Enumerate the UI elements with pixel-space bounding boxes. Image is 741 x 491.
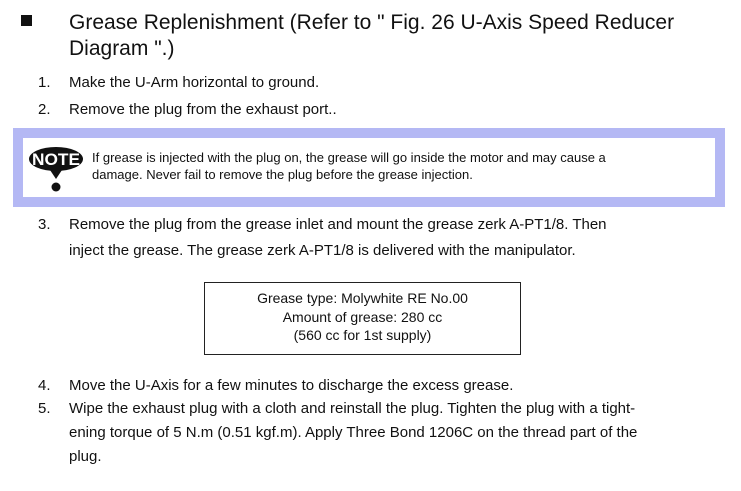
step-text: ening torque of 5 N.m (0.51 kgf.m). Appl… bbox=[69, 424, 638, 441]
step-number: 2. bbox=[38, 101, 51, 118]
grease-spec-box: Grease type: Molywhite RE No.00 Amount o… bbox=[204, 282, 521, 355]
step-number: 1. bbox=[38, 74, 51, 91]
grease-type: Grease type: Molywhite RE No.00 bbox=[257, 290, 468, 306]
step-number: 5. bbox=[38, 400, 51, 417]
step-text: plug. bbox=[69, 448, 102, 465]
section-heading: Grease Replenishment (Refer to " Fig. 26… bbox=[69, 11, 675, 60]
step-text: inject the grease. The grease zerk A-PT1… bbox=[69, 242, 576, 259]
step-text: Make the U-Arm horizontal to ground. bbox=[69, 74, 320, 91]
note-text: If grease is injected with the plug on, … bbox=[92, 149, 712, 183]
square-bullet-icon bbox=[21, 15, 32, 26]
note-box bbox=[13, 128, 725, 207]
grease-first-supply: (560 cc for 1st supply) bbox=[293, 327, 432, 343]
note-line: damage. Never fail to remove the plug be… bbox=[92, 167, 473, 182]
step-text: Wipe the exhaust plug with a cloth and r… bbox=[69, 400, 636, 417]
step-text: Move the U-Axis for a few minutes to dis… bbox=[69, 377, 514, 394]
grease-amount: Amount of grease: 280 cc bbox=[282, 308, 443, 325]
note-line: If grease is injected with the plug on, … bbox=[92, 150, 606, 165]
step-number: 3. bbox=[38, 216, 51, 233]
step-text: Remove the plug from the exhaust port.. bbox=[69, 101, 337, 118]
note-icon-label: NOTE bbox=[32, 150, 80, 169]
step-text: Remove the plug from the grease inlet an… bbox=[69, 216, 607, 233]
note-icon: NOTE bbox=[29, 147, 83, 192]
step-number: 4. bbox=[38, 377, 51, 394]
